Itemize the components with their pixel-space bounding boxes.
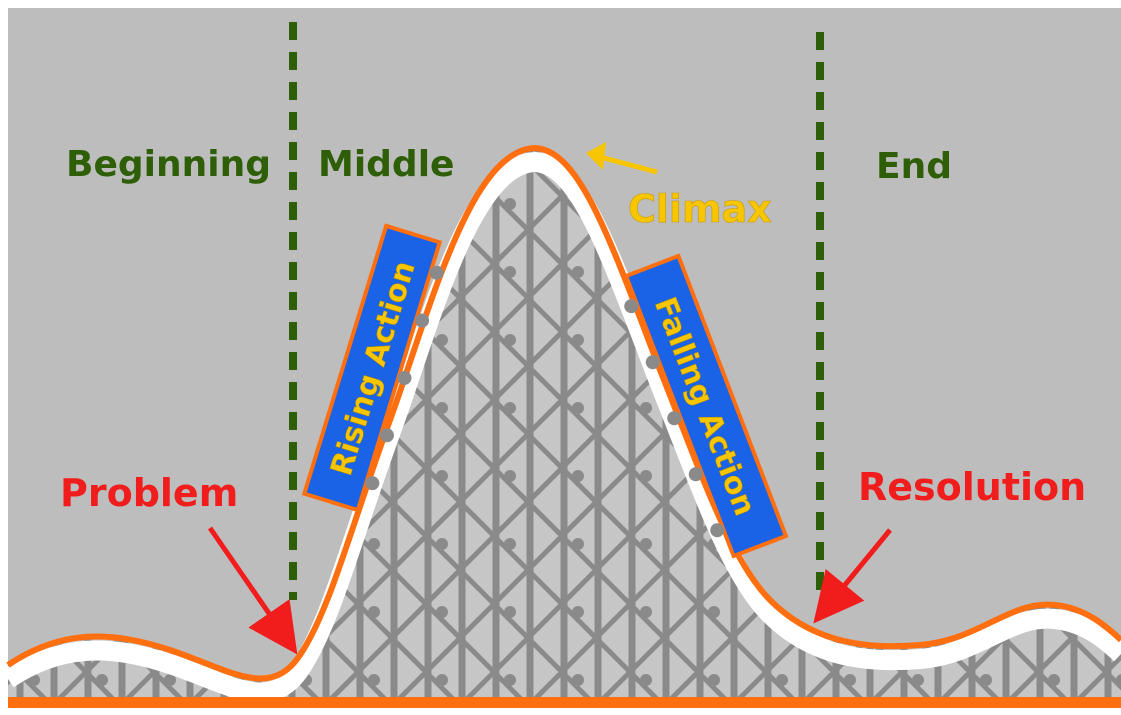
resolution-arrow bbox=[813, 528, 892, 624]
label-end: End bbox=[876, 146, 952, 187]
label-beginning: Beginning bbox=[66, 144, 271, 185]
track-line bbox=[6, 144, 1121, 682]
label-resolution: Resolution bbox=[858, 465, 1086, 509]
track-rail bbox=[2, 151, 1121, 703]
label-problem: Problem bbox=[60, 471, 238, 515]
label-climax: Climax bbox=[628, 187, 772, 231]
ground-line bbox=[8, 697, 1121, 708]
problem-arrow bbox=[207, 526, 298, 655]
label-middle: Middle bbox=[318, 144, 454, 185]
climax-arrow bbox=[586, 142, 658, 175]
